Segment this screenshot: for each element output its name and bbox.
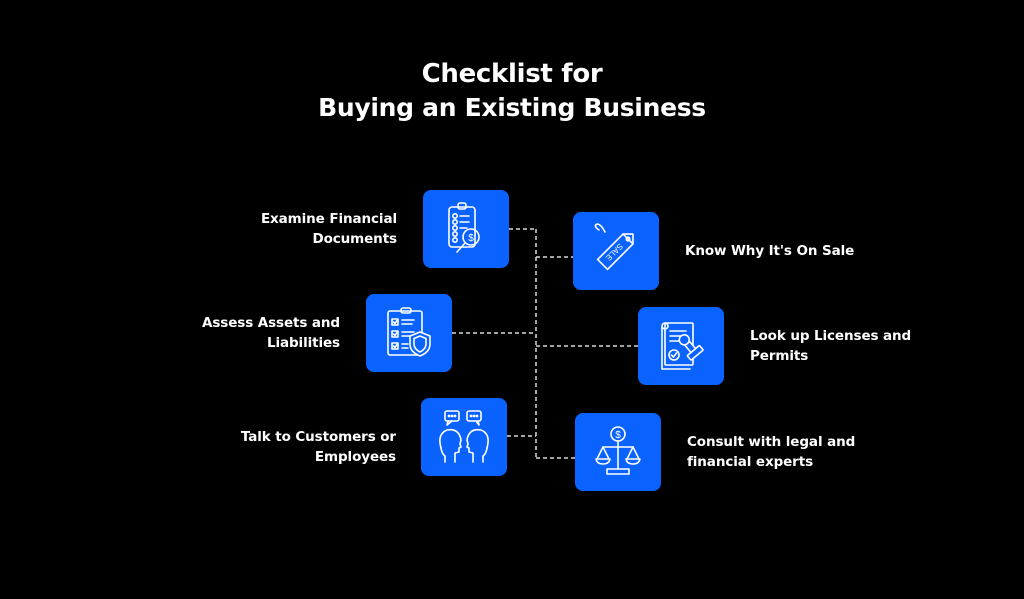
label-line: Permits	[750, 348, 809, 364]
label-line: Talk to Customers or	[240, 429, 396, 445]
item-box-talk-customers-employees	[421, 398, 507, 476]
item-box-examine-financial-documents: $	[423, 190, 509, 268]
label-line: Look up Licenses and	[750, 328, 912, 344]
svg-text:$: $	[615, 430, 621, 441]
label-line: Liabilities	[266, 335, 340, 351]
item-label-talk-customers-employees: Talk to Customers or Employees	[241, 427, 396, 467]
clipboard-magnifier-dollar-icon: $	[448, 202, 480, 253]
label-line: Employees	[314, 449, 396, 465]
label-line: Assess Assets and	[202, 315, 340, 331]
checklist-shield-icon	[387, 307, 431, 357]
item-label-assess-assets-liabilities: Assess Assets and Liabilities	[202, 313, 340, 353]
scales-dollar-icon: $	[595, 426, 641, 475]
item-box-consult-experts: $	[575, 413, 661, 491]
item-box-know-why-on-sale: SALE	[573, 212, 659, 290]
item-label-examine-financial-documents: Examine Financial Documents	[261, 209, 397, 249]
label-line: Know Why It's On Sale	[685, 243, 855, 259]
document-stamp-icon	[661, 322, 704, 370]
label-line: Consult with legal and	[687, 434, 856, 450]
sale-tag-icon: SALE	[594, 223, 634, 271]
title-line-2: Buying an Existing Business	[318, 93, 706, 122]
svg-text:$: $	[468, 233, 474, 244]
label-line: Examine Financial	[260, 211, 397, 227]
item-label-licenses-permits: Look up Licenses and Permits	[750, 326, 911, 366]
title-line-1: Checklist for	[421, 59, 603, 89]
item-label-know-why-on-sale: Know Why It's On Sale	[685, 241, 854, 261]
people-conversation-icon	[439, 410, 489, 463]
label-line: Documents	[312, 231, 397, 247]
label-line: financial experts	[687, 454, 814, 470]
item-box-licenses-permits	[638, 307, 724, 385]
svg-text:SALE: SALE	[604, 242, 625, 263]
item-box-assess-assets-liabilities	[366, 294, 452, 372]
item-label-consult-experts: Consult with legal and financial experts	[687, 432, 855, 472]
